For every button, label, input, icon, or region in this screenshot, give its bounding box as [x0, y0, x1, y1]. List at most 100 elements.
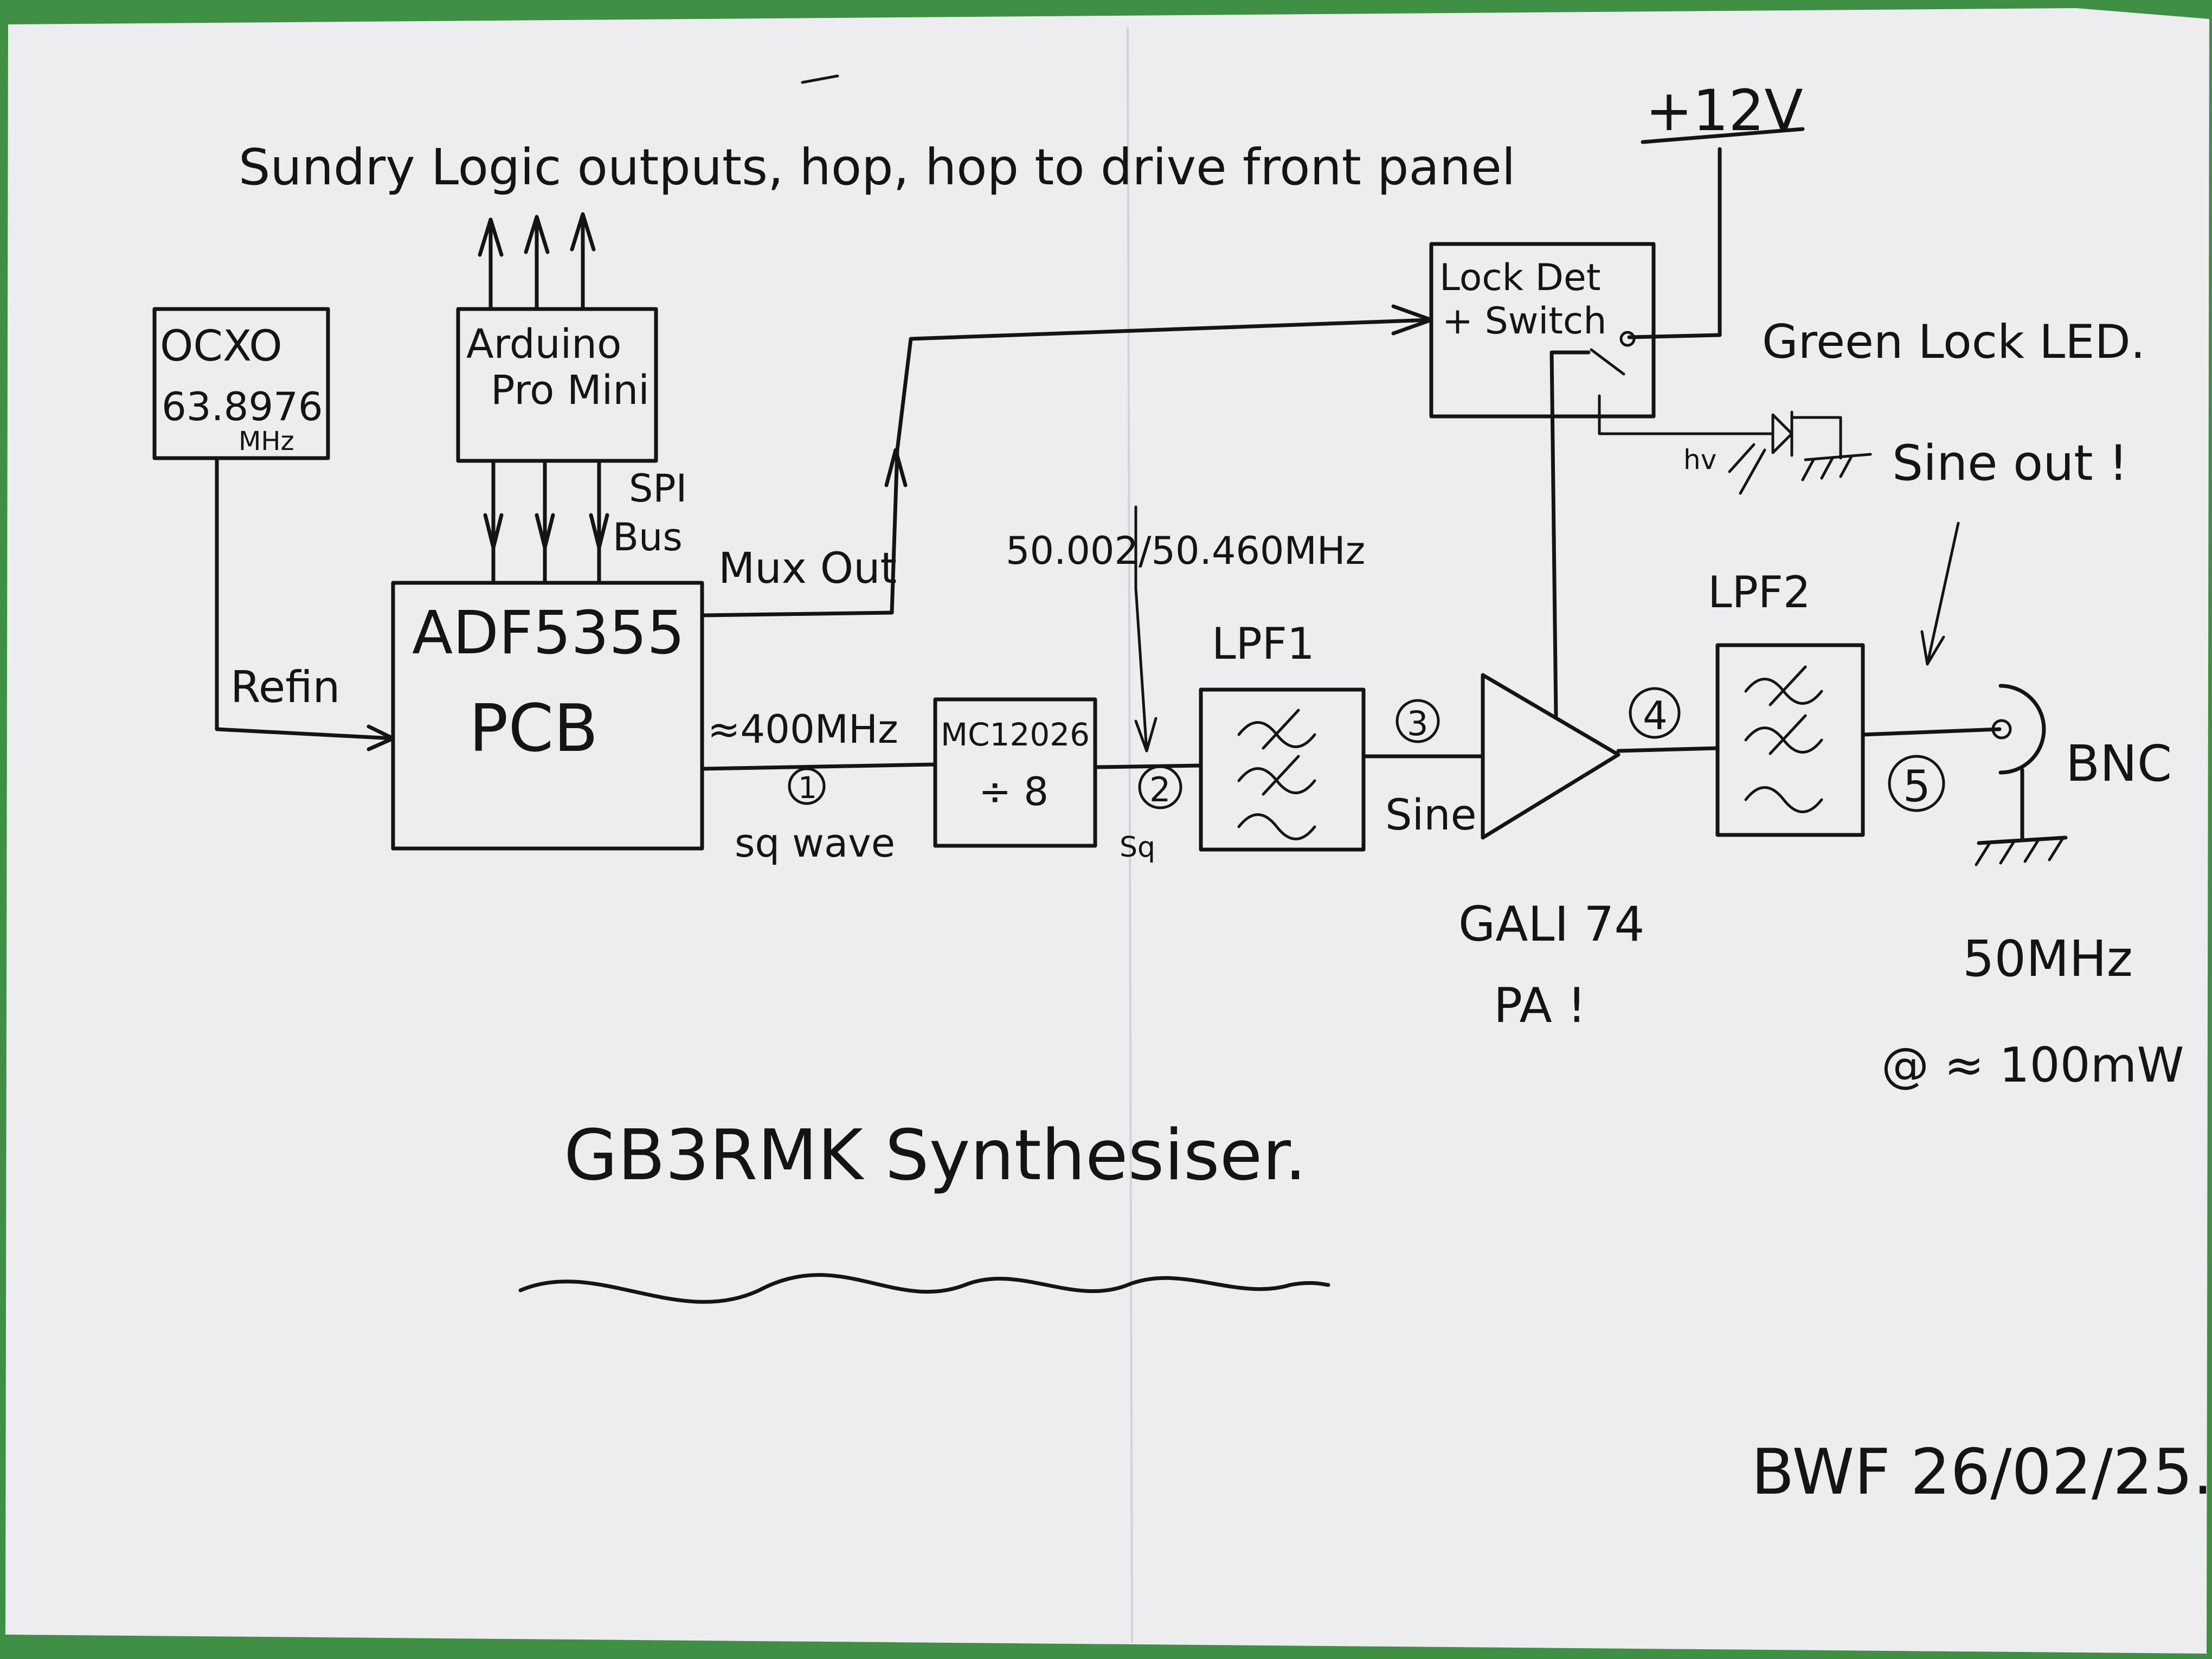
refin-wire: [215, 456, 395, 741]
lpf1-block: [1199, 687, 1366, 852]
lock-det-line2: + Switch: [1442, 300, 1606, 343]
bnc-ground-hatch-1: [1975, 841, 1991, 866]
node-3-label: 3: [1407, 704, 1428, 743]
spi-arrow-2: [535, 513, 555, 550]
divider-line1: MC12026: [941, 716, 1090, 753]
node-2-label: 2: [1149, 770, 1171, 809]
node-5-circle: [1888, 755, 1945, 812]
amplifier-line1: GALI 74: [1458, 896, 1644, 952]
adf5355-line1: ADF5355: [412, 598, 685, 667]
spi-label-1: SPI: [629, 466, 687, 511]
led-wire: [1598, 394, 1774, 435]
wire-sine-out: [1861, 727, 2002, 737]
sine-out-label: Sine out !: [1892, 435, 2128, 492]
output-freq-label: 50MHz: [1963, 930, 2133, 988]
paper-fold: [1127, 27, 1133, 1643]
supply-wire: [1627, 147, 1722, 339]
node-1-label: 1: [798, 770, 817, 805]
logic-arrow-1: [478, 217, 504, 257]
arduino-line2: Pro Mini: [491, 367, 650, 414]
refin-label: Refin: [230, 662, 340, 712]
output-power-label: @ ≈ 100mW: [1881, 1037, 2184, 1093]
freq-400-label: ≈400MHz: [708, 706, 898, 752]
supply-bar: [1641, 127, 1805, 144]
divider-line2: ÷ 8: [979, 769, 1049, 814]
lpf1-slash-1: [1262, 709, 1300, 750]
spi-label-2: Bus: [613, 515, 683, 560]
bnc-ground-hatch-4: [2048, 837, 2065, 861]
mux-out-arrow-up: [884, 448, 908, 487]
node-1-circle: [788, 767, 826, 805]
lpf2-block: [1715, 643, 1865, 837]
bnc-center-pin: [1991, 719, 2012, 740]
refin-arrow: [366, 724, 395, 751]
led-light-ray-2: [1728, 443, 1756, 473]
sine-out-arrowhead: [1920, 630, 1945, 666]
freq-50-arrowhead: [1134, 717, 1158, 753]
led-light-label: hv: [1683, 444, 1716, 475]
bnc-label: BNC: [2066, 735, 2172, 793]
freq-50-pointer: [1134, 505, 1148, 753]
adf5355-line2: PCB: [469, 691, 598, 767]
sq-wave-label: sq wave: [735, 820, 895, 866]
spi-arrow-1: [483, 513, 504, 550]
top-note-overline: [801, 74, 839, 84]
ocxo-line2: 63.8976: [162, 384, 323, 429]
sq-small-label: Sq: [1120, 831, 1155, 864]
lpf2-slash-1: [1769, 665, 1807, 706]
led-ground-hatch-2: [1820, 456, 1834, 480]
bnc-ground-bar: [1977, 835, 2068, 845]
sine-label: Sine: [1385, 791, 1477, 840]
lpf2-label: LPF2: [1708, 567, 1811, 618]
led-ground-hatch-1: [1801, 458, 1815, 481]
wire-50mhz: [1093, 763, 1203, 769]
mux-out-label: Mux Out: [718, 544, 897, 593]
green-led-label: Green Lock LED.: [1762, 315, 2145, 369]
ocxo-line1: OCXO: [160, 322, 282, 371]
logic-arrow-3: [570, 212, 596, 252]
node-3-circle: [1396, 699, 1440, 743]
amplifier-line2: PA !: [1494, 978, 1586, 1033]
adf5355-block: [391, 581, 704, 851]
top-note: Sundry Logic outputs, hop, hop to drive …: [239, 138, 1515, 196]
lpf1-wave-3: [1237, 813, 1316, 840]
node-4-circle: [1629, 687, 1681, 739]
led-ground-hatch-3: [1839, 455, 1853, 478]
lpf2-wave-3: [1744, 786, 1823, 813]
node-2-circle: [1138, 765, 1182, 809]
switch-contact: [1619, 331, 1636, 347]
diagram-title: GB3RMK Synthesiser.: [564, 1115, 1307, 1196]
lpf1-label: LPF1: [1212, 619, 1315, 669]
author-date: BWF 26/02/25.: [1751, 1436, 2212, 1509]
node-4-label: 4: [1643, 693, 1668, 738]
divider-block: [933, 697, 1097, 848]
ocxo-block: [152, 307, 330, 460]
amplifier-supply-wire: [1549, 350, 1591, 718]
freq-50-label: 50.002/50.460MHz: [1006, 529, 1365, 573]
arduino-line1: Arduino: [466, 321, 621, 368]
logic-arrow-2: [524, 215, 550, 254]
sine-out-pointer: [1926, 522, 1960, 666]
lpf1-slash-2: [1262, 755, 1300, 796]
paper-sheet: [5, 8, 2209, 1654]
wire-amp-out: [1616, 746, 1720, 753]
bnc-shell: [1998, 684, 2046, 775]
lpf2-slash-2: [1769, 714, 1807, 755]
bnc-ground-hatch-2: [1999, 840, 2016, 865]
led-diode: [1771, 413, 1793, 454]
led-ground-bar: [1804, 453, 1872, 461]
amplifier-triangle: [1481, 673, 1621, 840]
arduino-block: [456, 307, 658, 463]
lock-det-block: [1429, 242, 1656, 419]
lock-det-line1: Lock Det: [1439, 256, 1601, 299]
node-5-label: 5: [1903, 761, 1931, 812]
title-underline-wave: [518, 1273, 1330, 1304]
rf-wire-400mhz: [700, 762, 937, 771]
led-light-ray-1: [1739, 448, 1766, 495]
led-ground-wire: [1790, 416, 1842, 460]
switch-blade: [1590, 348, 1625, 376]
bnc-ground-hatch-3: [2023, 838, 2040, 863]
spi-arrow-3: [589, 513, 609, 550]
ocxo-line3: MHz: [239, 426, 294, 456]
